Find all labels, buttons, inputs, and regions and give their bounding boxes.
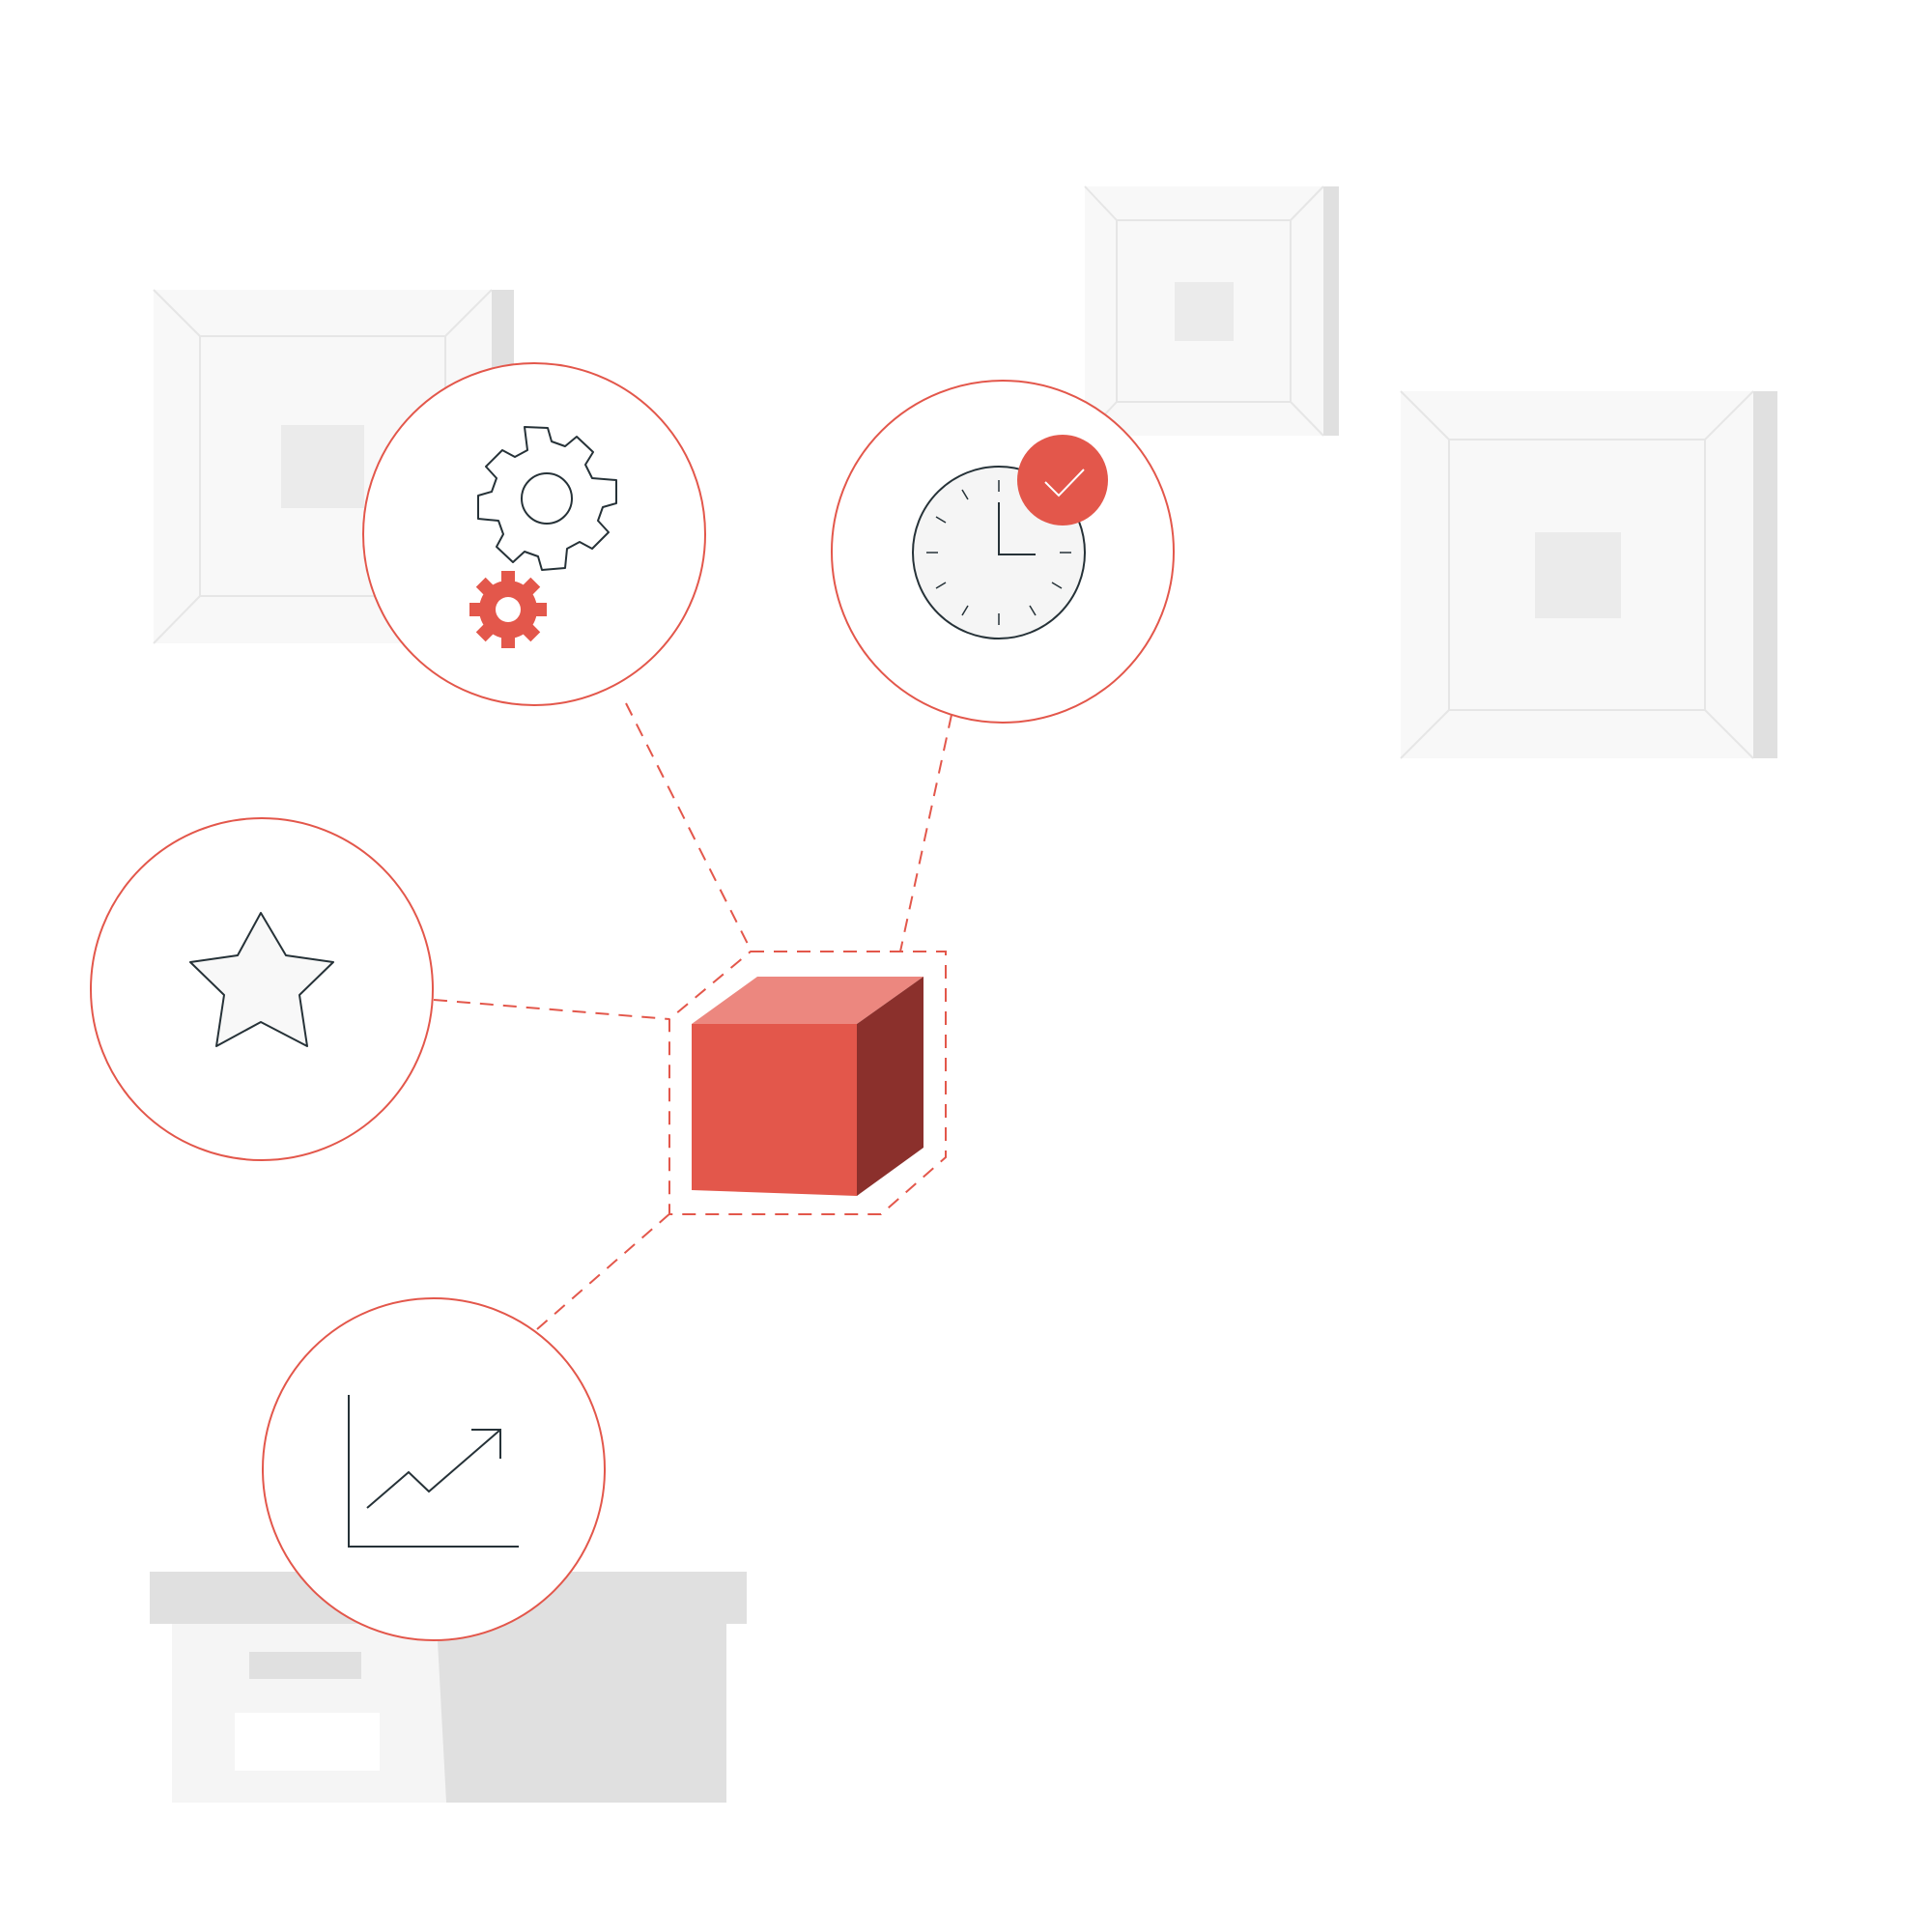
settings-circle	[362, 362, 706, 706]
cube-dashed-outline	[668, 951, 947, 1215]
timing-circle	[831, 380, 1175, 724]
growth-chart-icon	[348, 1395, 519, 1548]
growth-circle	[262, 1297, 606, 1641]
check-badge-icon	[1017, 435, 1108, 526]
star-icon	[189, 912, 334, 1047]
connector-rating	[433, 999, 670, 1020]
rating-circle	[90, 817, 434, 1161]
clock-check-icon	[912, 435, 1108, 639]
connector-settings	[625, 702, 753, 952]
connector-growth	[536, 1211, 672, 1330]
wall-frame-right	[1400, 390, 1777, 759]
connector-lines	[433, 702, 952, 1330]
cube-icon	[692, 977, 923, 1196]
connector-timing	[899, 714, 952, 952]
wall-frame-top	[1084, 185, 1339, 437]
